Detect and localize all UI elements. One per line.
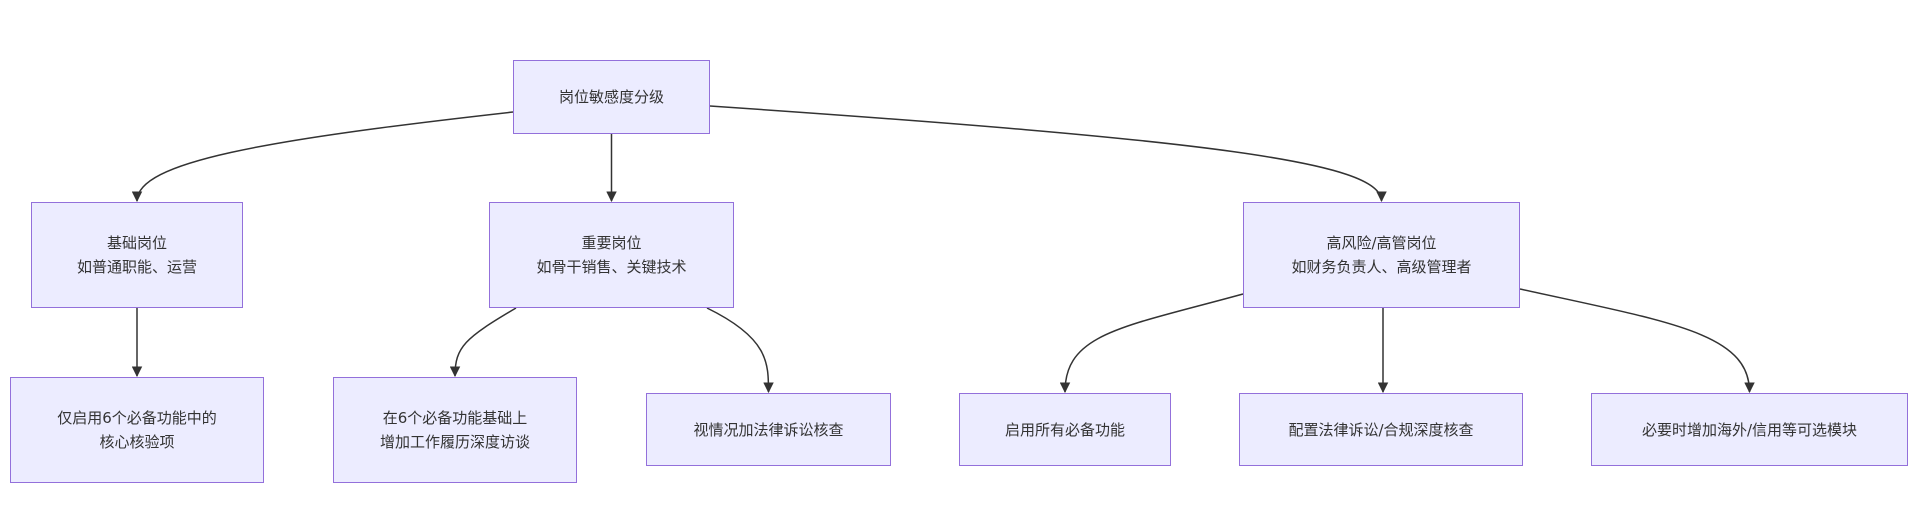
node-basic-line-1: 基础岗位 xyxy=(106,234,167,252)
node-high-1[interactable]: 启用所有必备功能 xyxy=(959,393,1171,466)
node-important-1-line-1: 在6个必备功能基础上 xyxy=(382,409,528,427)
node-important-1[interactable]: 在6个必备功能基础上 增加工作履历深度访谈 xyxy=(333,377,577,483)
node-important-2-line-1: 视情况加法律诉讼核查 xyxy=(693,420,844,439)
edge-high-to-high_1 xyxy=(1059,293,1244,394)
node-important-2[interactable]: 视情况加法律诉讼核查 xyxy=(646,393,891,466)
node-basic-1-line-2: 核心核验项 xyxy=(99,433,175,451)
node-basic[interactable]: 基础岗位 如普通职能、运营 xyxy=(31,202,243,308)
node-high-line-2: 如财务负责人、高级管理者 xyxy=(1291,258,1472,276)
edge-important-to-important_2 xyxy=(706,307,774,394)
edges-group xyxy=(131,105,1755,394)
edge-root-to-high xyxy=(709,105,1387,203)
edge-root-to-basic xyxy=(131,111,514,203)
edge-important-to-important_1 xyxy=(449,307,517,378)
node-high-line-1: 高风险/高管岗位 xyxy=(1326,234,1437,252)
node-high-2-line-1: 配置法律诉讼/合规深度核查 xyxy=(1288,420,1474,439)
node-important-1-line-2: 增加工作履历深度访谈 xyxy=(379,433,530,451)
node-important[interactable]: 重要岗位 如骨干销售、关键技术 xyxy=(489,202,734,308)
node-basic-1-line-1: 仅启用6个必备功能中的 xyxy=(57,409,217,427)
node-important-line-2: 如骨干销售、关键技术 xyxy=(536,258,687,276)
node-important-line-1: 重要岗位 xyxy=(581,234,642,252)
node-high-1-line-1: 启用所有必备功能 xyxy=(1004,420,1125,439)
node-high-2[interactable]: 配置法律诉讼/合规深度核查 xyxy=(1239,393,1523,466)
node-root[interactable]: 岗位敏感度分级 xyxy=(513,60,710,134)
node-root-line-1: 岗位敏感度分级 xyxy=(558,88,664,106)
node-basic-1[interactable]: 仅启用6个必备功能中的 核心核验项 xyxy=(10,377,264,483)
node-high-3[interactable]: 必要时增加海外/信用等可选模块 xyxy=(1591,393,1908,466)
node-high[interactable]: 高风险/高管岗位 如财务负责人、高级管理者 xyxy=(1243,202,1520,308)
node-basic-line-2: 如普通职能、运营 xyxy=(76,258,197,276)
node-high-3-line-1: 必要时增加海外/信用等可选模块 xyxy=(1641,420,1858,439)
edge-high-to-high_3 xyxy=(1519,288,1755,394)
